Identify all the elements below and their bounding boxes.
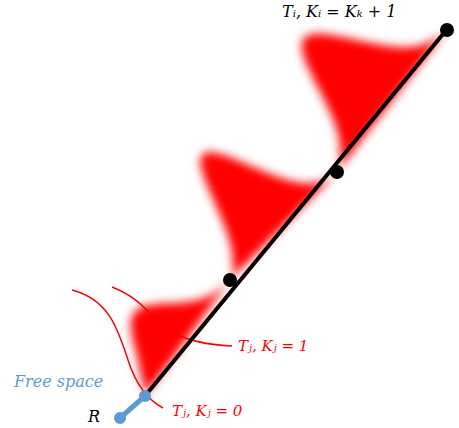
probability-blob <box>200 152 337 280</box>
distribution-curve <box>112 287 232 346</box>
distribution-label: Tⱼ, Kⱼ = 1 <box>238 337 308 355</box>
region-label: Free space <box>14 372 103 391</box>
ray-line <box>145 28 448 396</box>
point-label: R <box>88 407 100 426</box>
probability-blob <box>302 28 448 172</box>
node-point <box>330 165 344 179</box>
free-space-end <box>139 390 151 402</box>
probability-blob <box>131 280 230 396</box>
node-point <box>223 273 237 287</box>
node-label: Tᵢ, Kᵢ = Kₖ + 1 <box>282 2 396 21</box>
node-point <box>440 23 454 37</box>
distribution-label: Tⱼ, Kⱼ = 0 <box>172 402 242 420</box>
probability-blobs <box>131 28 448 396</box>
robot-point <box>114 412 126 424</box>
